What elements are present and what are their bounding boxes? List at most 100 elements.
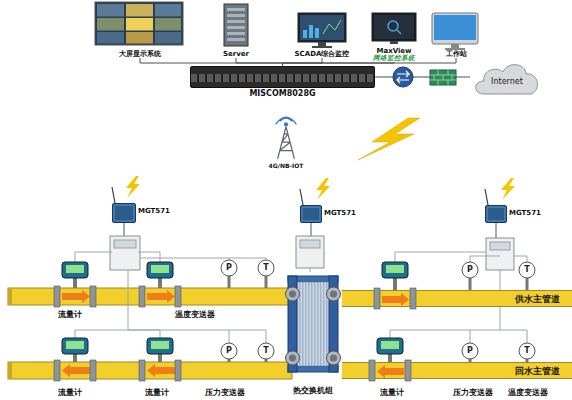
signal-wire bbox=[470, 330, 471, 343]
signal-wire bbox=[140, 258, 266, 260]
signal-wire bbox=[75, 252, 112, 262]
scada-screen bbox=[315, 28, 319, 38]
flow-meter bbox=[62, 262, 88, 278]
flow-meter bbox=[151, 341, 169, 349]
transmitter-gauge bbox=[258, 260, 274, 276]
tower-icon bbox=[276, 117, 297, 124]
video-wall bbox=[97, 18, 124, 31]
video-wall bbox=[95, 2, 183, 45]
network-link bbox=[140, 58, 283, 66]
exchanger-plates bbox=[303, 282, 305, 366]
pipe-decoration bbox=[410, 288, 416, 309]
signal-wire bbox=[229, 330, 230, 343]
node-label: MGT571 bbox=[324, 209, 356, 217]
workstation-screen bbox=[451, 44, 459, 48]
video-wall bbox=[155, 4, 181, 17]
video-wall bbox=[97, 4, 124, 17]
video-wall bbox=[155, 18, 181, 31]
workstation-screen bbox=[434, 15, 476, 40]
network-monitor: MaxView网络监控系统 bbox=[362, 0, 426, 62]
flow-arrow bbox=[147, 290, 175, 303]
control-cabinet bbox=[311, 223, 312, 236]
signal-wire bbox=[470, 256, 500, 262]
pipe-decoration bbox=[374, 288, 380, 309]
transmitter-gauge bbox=[462, 262, 478, 278]
firewall-icon bbox=[430, 70, 456, 85]
firewall-icon bbox=[430, 70, 456, 85]
exchanger-plates bbox=[312, 282, 314, 366]
antenna bbox=[300, 189, 303, 205]
exchanger-plates bbox=[284, 272, 342, 376]
antenna bbox=[112, 187, 115, 203]
flow-meter bbox=[62, 262, 408, 362]
server-rack bbox=[227, 38, 245, 41]
exchanger-plates bbox=[289, 355, 296, 362]
exchanger-plates bbox=[289, 291, 296, 298]
flow-meter bbox=[147, 262, 173, 278]
gauge-letter: P bbox=[221, 263, 237, 273]
video-wall bbox=[126, 4, 153, 17]
transmitter-gauge bbox=[221, 343, 237, 359]
transmitter-gauge bbox=[462, 343, 478, 359]
firewall-icon bbox=[430, 70, 456, 85]
flow-meter bbox=[151, 265, 169, 273]
antenna bbox=[485, 189, 488, 205]
node-label: SCADA综合监控 bbox=[295, 50, 350, 58]
gauge-letter: T bbox=[258, 263, 274, 273]
internet-cloud: Internet bbox=[470, 58, 544, 100]
antenna bbox=[112, 187, 488, 205]
transmitter-gauge bbox=[265, 276, 268, 288]
signal-wire bbox=[514, 256, 527, 262]
server: Server bbox=[208, 0, 264, 58]
pipe-flange bbox=[175, 360, 181, 381]
network-monitor-screen bbox=[388, 21, 398, 31]
display-wall: 大屏显示系统 bbox=[95, 0, 185, 58]
cloud-shape bbox=[476, 65, 538, 94]
server-rack bbox=[227, 8, 245, 11]
gauge-letter: P bbox=[462, 265, 478, 275]
flow-meter bbox=[386, 265, 404, 273]
flow-meter bbox=[66, 341, 84, 349]
network-monitor-screen bbox=[374, 15, 414, 39]
workstation: 工作站 bbox=[428, 0, 484, 58]
flow-meter bbox=[147, 338, 173, 354]
flow-arrow bbox=[147, 364, 175, 377]
network-monitor-screen bbox=[390, 41, 398, 44]
tower-icon bbox=[284, 122, 288, 126]
node-label: 工作站 bbox=[446, 50, 467, 58]
network-monitor-screen bbox=[397, 30, 401, 34]
network-switch: MISCOM8028G bbox=[190, 66, 375, 100]
flow-meter bbox=[66, 265, 84, 273]
scada-screen bbox=[298, 13, 346, 42]
exchanger-plates bbox=[330, 355, 337, 362]
transmitter-gauge bbox=[228, 276, 231, 288]
pipe-decoration bbox=[382, 293, 409, 306]
node-label: MISCOM8028G bbox=[249, 88, 315, 99]
workstation-screen bbox=[445, 48, 465, 50]
flow-meter bbox=[158, 278, 162, 288]
network-monitor-screen bbox=[372, 13, 416, 41]
video-wall bbox=[126, 18, 153, 31]
gauge-letter: T bbox=[519, 346, 535, 356]
flow-meter bbox=[381, 341, 399, 349]
node-label: 网络监控系统 bbox=[373, 55, 415, 62]
exchanger-plates bbox=[309, 282, 311, 366]
server-rack bbox=[227, 32, 245, 35]
server-rack bbox=[227, 26, 245, 29]
pipe bbox=[8, 362, 12, 379]
node-label: Server bbox=[223, 50, 249, 58]
flow-meter bbox=[73, 354, 77, 362]
network-link bbox=[283, 58, 457, 66]
node-label: 供水主管道 bbox=[515, 294, 560, 304]
tower-icon bbox=[262, 114, 310, 160]
network-monitor-screen bbox=[372, 13, 416, 44]
lightning-bolt bbox=[358, 118, 420, 160]
exchanger-plates bbox=[286, 351, 300, 365]
scada-monitor: SCADA综合监控 bbox=[284, 0, 360, 58]
server-rack bbox=[227, 14, 245, 17]
instrument-label: 压力变送器 bbox=[453, 388, 493, 398]
workstation-screen bbox=[432, 13, 478, 44]
